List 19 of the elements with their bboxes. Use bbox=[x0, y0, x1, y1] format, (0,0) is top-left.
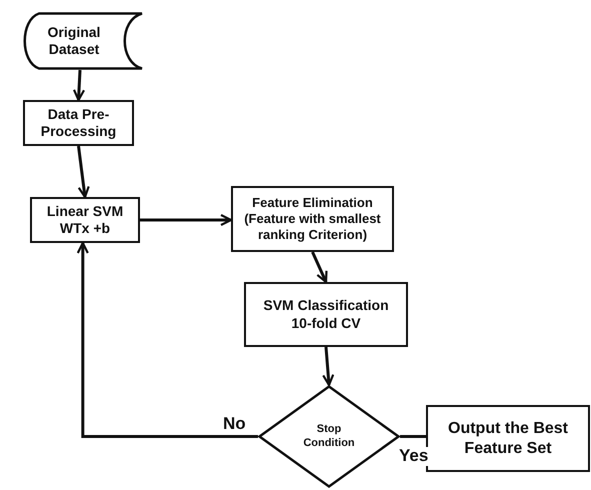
node-label: Stop Condition bbox=[302, 422, 356, 450]
process-box bbox=[231, 186, 394, 252]
node-label: SVM Classification 10-fold CV bbox=[262, 297, 390, 332]
node-label: Data Pre-Processing bbox=[40, 106, 118, 140]
process-box bbox=[23, 100, 134, 146]
node-label: Linear SVM WTx +b bbox=[46, 202, 124, 238]
arrow bbox=[322, 346, 334, 386]
process-box bbox=[244, 282, 408, 347]
arrow bbox=[72, 70, 86, 102]
node-label: Original Dataset bbox=[46, 24, 102, 58]
node-label: Output the Best Feature Set bbox=[447, 418, 569, 458]
arrow bbox=[77, 146, 90, 198]
process-box bbox=[30, 197, 140, 243]
arrow bbox=[311, 251, 328, 284]
process-box bbox=[426, 405, 590, 472]
arrow bbox=[140, 214, 232, 226]
edge-label: Yes bbox=[398, 447, 430, 466]
arrow bbox=[76, 242, 258, 438]
node-label: Feature Elimination (Feature with smallest ranking Criterion) bbox=[243, 194, 382, 244]
